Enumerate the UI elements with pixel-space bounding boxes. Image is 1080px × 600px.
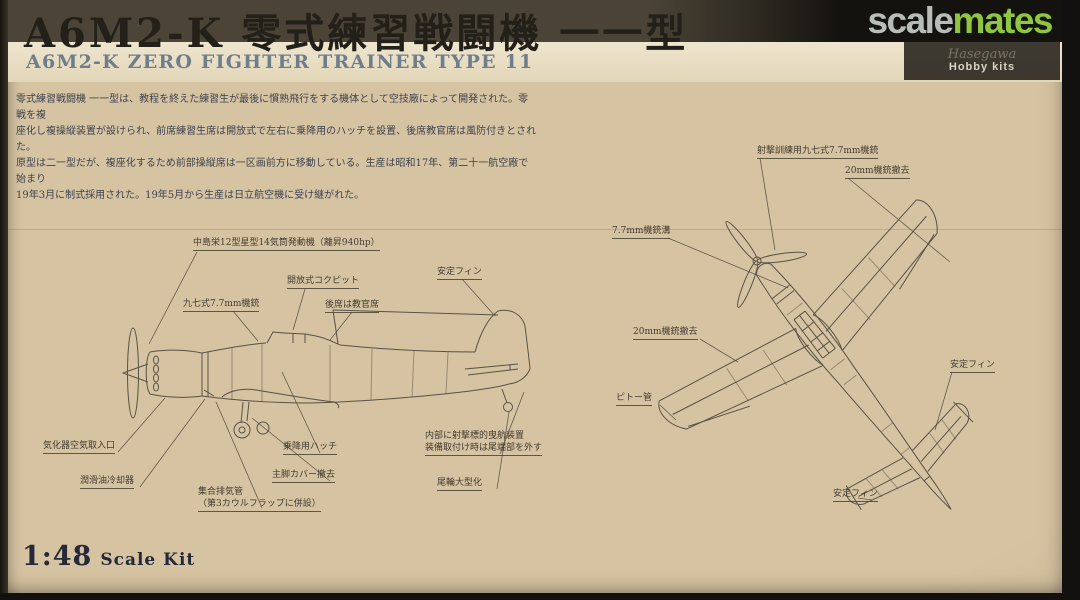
callout-open-cockpit: 開放式コクピット [287,275,360,290]
side-view-leaders [117,251,525,509]
callout-20mm-removed-right: 20mm機銃撤去 [845,165,910,180]
hobby-kits-label: Hobby kits [948,61,1016,74]
description-line: 原型は二一型だが、複座化するため前部操縦席は一区画前方に移動している。生産は昭和… [16,158,529,185]
callout-pitot-tube: ピトー管 [616,392,653,407]
page-title-japanese: A6M2-K 零式練習戦闘機 一一型 [24,10,689,57]
callout-rear-seat-instructor: 後席は教官席 [325,299,380,314]
callout-exhaust-manifold: 集合排気管 （第3カウルフラップに併設） [198,486,321,513]
side-view-drawing [121,309,531,439]
top-view-drawing [658,199,974,510]
callout-engine: 中島栄12型星型14気筒発動機（離昇940hp） [193,237,380,252]
callout-tail-wheel-enlarged: 尾輪大型化 [437,477,483,492]
scale-kit-label: Scale Kit [100,550,196,570]
description-paragraph: 零式練習戦闘機 一一型は、教程を終えた練習生が最後に慣熟飛行をする機体として空技… [16,92,538,204]
callout-type97-gun: 九七式7.7mm機銃 [183,298,260,313]
description-line: 19年3月に制式採用された。19年5月から生産は日立航空機に受け継がれた。 [16,190,365,201]
callout-oil-cooler: 潤滑油冷却器 [80,475,135,490]
callout-stabilizer-fin-side: 安定フィン [437,266,482,281]
photo-edge-right [1062,0,1080,600]
description-line: 座化し複操縦装置が設けられ、前席練習生席は開放式で左右に乗降用のハッチを設置、後… [16,126,537,153]
photo-edge-bottom [0,593,1080,600]
watermark-scale-text: scale [867,0,954,41]
hasegawa-logo: Hasegawa Hobby kits [904,42,1060,80]
photo-edge-left [0,0,8,600]
photo-top-band [0,0,1080,42]
description-line: 零式練習戦闘機 一一型は、教程を終えた練習生が最後に慣熟飛行をする機体として空技… [16,94,529,121]
callout-boarding-hatch: 乗降用ハッチ [283,441,338,456]
callout-target-towing-gear: 内部に射撃標的曳航装置 装備取付け時は尾端部を外す [425,430,543,457]
callout-gear-cover-removed: 主脚カバー撤去 [272,469,336,484]
callout-gun-trough: 7.7mm機銃溝 [612,225,671,240]
title-strip [8,40,1062,82]
top-view-leaders [659,157,953,501]
callout-stabilizer-fin-right: 安定フィン [950,359,995,374]
page-title-english: A6M2-K ZERO FIGHTER TRAINER TYPE 11 [26,51,534,73]
box-fold-line [8,229,1062,230]
hasegawa-script-text: Hasegawa [947,47,1017,63]
callout-training-gun: 射撃訓練用九七式7.7mm機銃 [757,145,879,160]
callout-20mm-removed-left: 20mm機銃撤去 [633,326,698,341]
watermark-mates-text: mates [952,0,1054,41]
callout-carburetor-intake: 気化器空気取入口 [43,440,116,455]
scale-kit-marking: 1:48 Scale Kit [22,541,195,572]
callout-stabilizer-fin-left: 安定フィン [833,488,878,503]
scale-ratio: 1:48 [22,541,93,572]
